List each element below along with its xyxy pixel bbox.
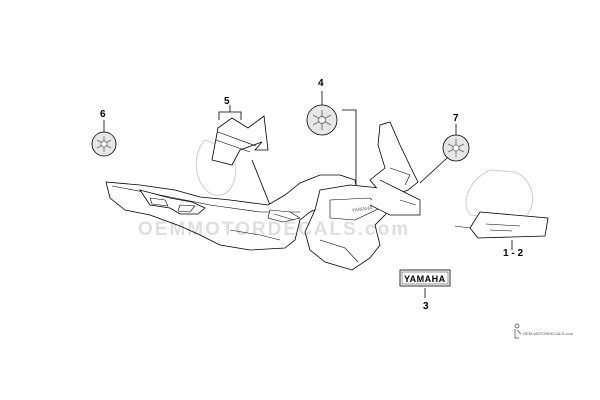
leader-5 (218, 111, 242, 120)
part-1-2-decal (454, 211, 549, 239)
callout-3: 3 (423, 301, 429, 312)
emblem-7 (442, 134, 470, 162)
emblem-6 (91, 131, 117, 157)
leader-7-to-part (419, 157, 448, 184)
lower-fairing (105, 174, 359, 251)
emblem-4 (306, 104, 338, 136)
callout-7: 7 (453, 113, 459, 124)
upper-cowl (369, 121, 421, 216)
callout-6: 6 (100, 109, 106, 120)
yamaha-tuning-fork-emblem-icon (312, 110, 332, 130)
callout-5: 5 (224, 96, 230, 107)
part-5-decal (211, 115, 269, 166)
callout-4: 4 (318, 78, 324, 89)
leader-5-to-part (251, 159, 273, 211)
leader-4-to-part (342, 109, 357, 190)
footer-watermark-text: OEM-MOTORDECALS.com (523, 331, 573, 336)
watermark-text: OEMMOTORDECALS.com (138, 219, 411, 240)
yamaha-tuning-fork-emblem-icon (96, 136, 112, 152)
motorcycle-rider-logo-icon (514, 323, 522, 339)
badge-brand-text: YAMAHA (404, 274, 446, 284)
yamaha-tuning-fork-emblem-icon (447, 139, 465, 157)
part-3-badge: YAMAHA (399, 269, 451, 287)
callout-1-2: 1 - 2 (503, 248, 524, 259)
side-brand-text: YAMAHA (351, 205, 373, 214)
